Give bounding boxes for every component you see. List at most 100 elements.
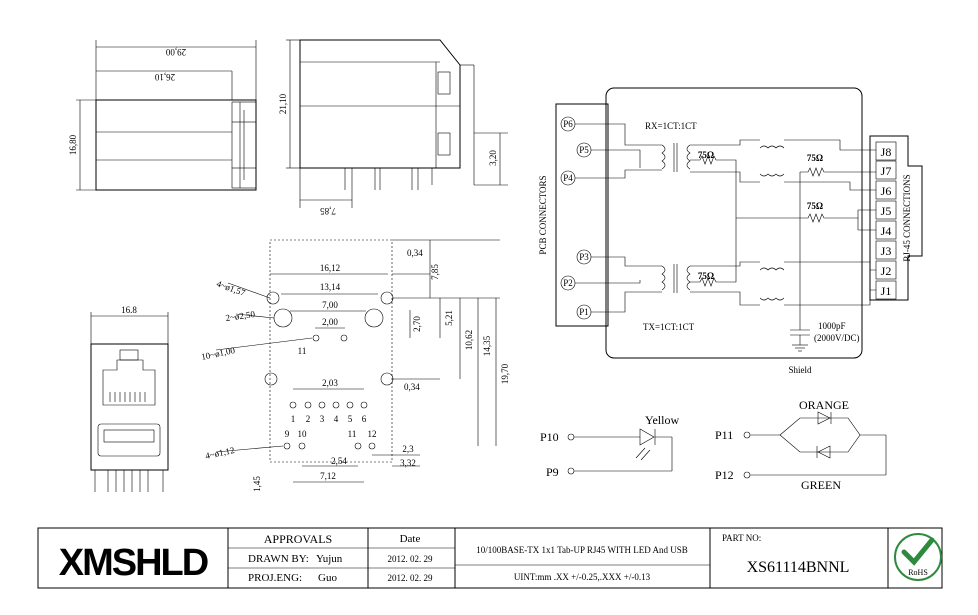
led-yellow-label: Yellow [645,413,679,427]
pin-j2: J2 [881,264,892,278]
dim-pitch-203: 2,03 [322,378,338,388]
rx-transformer: 75Ω [575,123,876,218]
company-logo: XMSHLD [59,542,208,584]
led-bicolor: ORANGE GREEN P11 P12 [715,398,887,492]
dim-side-height: 16,80 [68,134,78,155]
schematic: PCB CONNECTORS RJ-45 CONNECTIONS RX=1CT:… [538,87,923,375]
pin-num-1: 1 [291,414,296,424]
callout-hole-100: 10~ø1,00 [200,345,236,362]
right-pins: J8 J7 J6 J5 J4 J3 J2 J1 [875,141,897,300]
title-block: XMSHLD APPROVALS Date DRAWN BY: Yujun 20… [37,527,943,589]
dim-pin-height: 3,20 [488,150,498,166]
approvals-header: APPROVALS [264,532,332,546]
pin-num-9: 9 [285,429,290,439]
shield-label: Shield [788,365,812,375]
capacitor-value: 1000pF [818,321,846,331]
pin-p10-label: P10 [540,430,559,444]
part-number: XS61114BNNL [747,559,850,576]
dim-width-712: 7,12 [320,471,336,481]
pin-p12-label: P12 [715,468,734,482]
drawn-by-label: DRAWN BY: [248,553,309,565]
led-green-label: GREEN [801,478,841,492]
resistor-r1: 75Ω [698,150,714,160]
pcb-connectors-label: PCB CONNECTORS [538,175,548,254]
pin-j1: J1 [881,284,892,298]
drawn-date: 2012. 02. 29 [388,554,434,564]
pin-num-5: 5 [348,414,353,424]
pin-num-11: 11 [348,429,357,439]
dim-side-width: 16.8 [121,305,137,315]
pin-num-2: 2 [306,414,311,424]
dim-offset-034b: 0,34 [404,382,420,392]
dim-hole-spacing-top: 7,00 [322,300,338,310]
led-orange-label: ORANGE [799,398,849,412]
rohs-badge [894,533,942,581]
pin-num-3: 3 [320,414,325,424]
dim-145: 1,45 [252,476,262,492]
tx-transformer: 75Ω [575,218,876,313]
dim-vert-521: 5,21 [444,310,454,326]
pin-j6: J6 [881,184,892,198]
check-icon [901,537,935,566]
dim-23: 2,3 [402,444,414,454]
dim-pcb-width2: 13,14 [320,282,341,292]
pin-p11-label: P11 [715,428,733,442]
pin-p5: P5 [579,145,589,155]
side-view: 29,00 26,10 16,80 [68,40,257,191]
tx-label: TX=1CT:1CT [643,322,695,332]
dim-top-width-outer: 29,00 [165,47,186,57]
dim-offset-034: 0,34 [407,248,423,258]
pin-p6: P6 [563,119,573,129]
dim-vert-1435: 14,35 [482,335,492,356]
dim-vert-1062: 10,62 [464,330,474,350]
proj-eng-value: Guo [318,572,337,584]
dim-front-height: 21,10 [278,93,288,114]
pin-j8: J8 [881,145,892,159]
led-yellow: Yellow P10 P9 [540,413,679,479]
callout-hole-250: 2~ø2,50 [225,309,256,323]
tolerance-note: UINT:mm .XX +/-0.25,.XXX +/-0.13 [514,572,651,582]
pin-j7: J7 [881,164,892,178]
callout-hole-157: 4~ø1,57 [215,278,247,298]
pin-num-12: 12 [368,429,377,439]
pin-num-top-left: 11 [298,346,307,356]
proj-eng-label: PROJ.ENG: [248,572,302,584]
termination-network: 75Ω 75Ω 1000pF (2000V/DC) Shield [736,153,876,375]
pin-j3: J3 [881,244,892,258]
left-pins: P6 P5 P4 P3 P2 P1 [560,116,592,320]
callout-hole-112: 4~ø1,12 [204,445,235,461]
dim-pcb-width: 16,12 [320,263,340,273]
pin-j4: J4 [881,224,892,238]
resistor-r4: 75Ω [807,201,823,211]
pin-p9-label: P9 [546,465,559,479]
pcb-footprint: 16,12 13,14 7,00 2,00 1 2 3 4 5 6 9 10 [200,239,510,492]
dim-front-depth: 7,85 [320,206,336,216]
resistor-r2: 75Ω [698,271,714,281]
side-body-outline [95,99,257,191]
part-no-label: PART NO: [722,533,761,543]
part-description: 10/100BASE-TX 1x1 Tab-UP RJ45 WITH LED A… [476,545,687,555]
pin-j5: J5 [881,204,892,218]
dim-top-width-inner: 26,10 [154,72,175,82]
pin-p3: P3 [579,252,589,262]
pin-num-10: 10 [298,429,308,439]
pin-p2: P2 [563,278,573,288]
rx-label: RX=1CT:1CT [645,121,697,131]
drawn-by-value: Yujun [316,553,343,565]
pin-num-4: 4 [334,414,339,424]
front-view: 21,10 7,85 3,20 [278,39,508,216]
dim-vert-1970: 19,70 [500,363,510,384]
dim-vert-270: 2,70 [412,316,422,332]
pin-p1: P1 [579,307,589,317]
dim-hole-spacing-mid: 2,00 [322,317,338,327]
rj45-connections-label: RJ-45 CONNECTIONS [902,174,912,261]
pin-p4: P4 [563,173,573,183]
resistor-r3: 75Ω [807,153,823,163]
dim-vert-785: 7,85 [430,264,440,280]
rohs-label: RoHS [908,568,928,577]
dim-pitch-254: 2,54 [331,456,347,466]
proj-date: 2012. 02. 29 [388,573,434,583]
pin-num-6: 6 [362,414,367,424]
capacitor-rating: (2000V/DC) [814,333,860,343]
